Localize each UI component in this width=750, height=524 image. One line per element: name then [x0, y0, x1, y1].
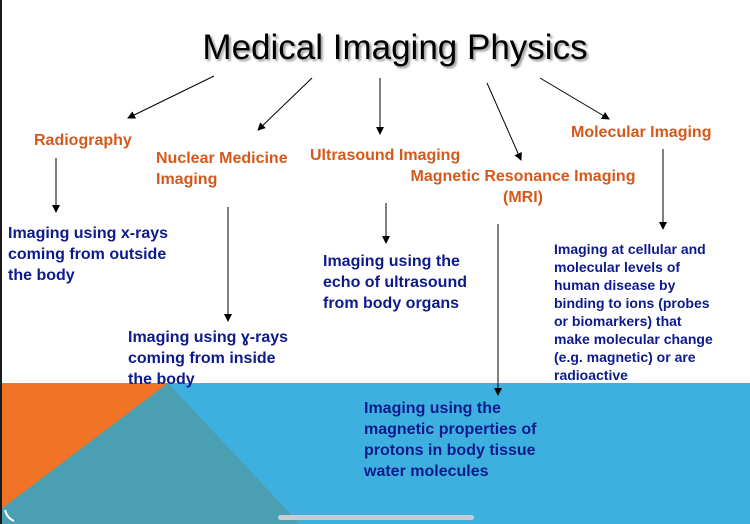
arrow-title-to-nuclear [257, 77, 313, 131]
description-mri: Imaging using the magnetic properties of… [364, 400, 537, 480]
description-nuclear-medicine: Imaging using ɣ-rays coming from inside … [128, 329, 289, 388]
teal-triangle [0, 383, 300, 524]
category-radiography: Radiography [34, 132, 132, 149]
left-edge-line [0, 0, 2, 524]
arrow-title-to-mri [486, 82, 522, 161]
category-nuclear-medicine: Nuclear Medicine Imaging [156, 150, 288, 188]
description-radiography: Imaging using x-rays coming from outside… [8, 225, 169, 284]
category-molecular: Molecular Imaging [571, 124, 712, 141]
description-molecular: Imaging at cellular and molecular levels… [554, 241, 713, 383]
page-title: Medical Imaging Physics [202, 28, 588, 67]
corner-mark [4, 509, 15, 522]
category-ultrasound: Ultrasound Imaging [310, 147, 461, 164]
arrow-title-to-radiography [127, 75, 215, 119]
bottom-scrollbar[interactable] [278, 515, 474, 520]
description-ultrasound: Imaging using the echo of ultrasound fro… [323, 253, 467, 312]
category-mri: Magnetic Resonance Imaging (MRI) [410, 168, 636, 206]
arrow-title-to-molecular [539, 77, 610, 120]
